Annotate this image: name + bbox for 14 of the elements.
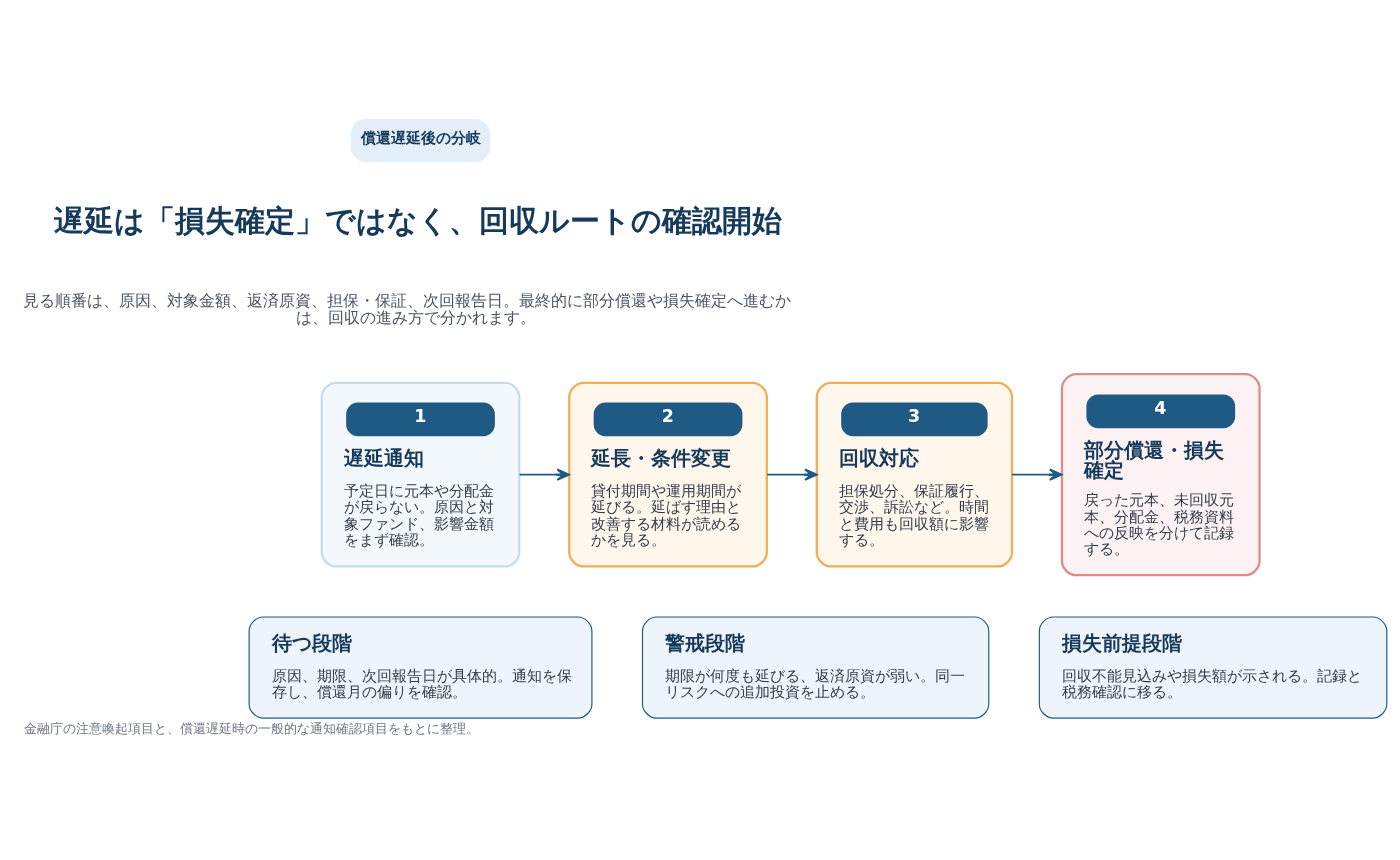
node-box: 3 回収対応 担保処分、保証履行、交渉、訴訟など。時間と費用も回収額に影響する。: [815, 381, 1014, 568]
node-box: 4 部分償還・損失確定 戻った元本、未回収元本、分配金、税務資料への反映を分けて記録する。: [1060, 372, 1261, 576]
node-box: 2 延長・条件変更 貸付期間や運用期間が延びる。延ばす理由と改善する材料が読めるかを見る。: [568, 381, 768, 568]
diagram-title: 遅延は「損失確定」ではなく、回収ルートの確認開始: [53, 202, 782, 238]
caption: 金融庁の注意喚起項目と、償還遅延時の一般的な通知確認項目をもとに整理。: [23, 720, 479, 736]
label: 見る順番は、原因、対象金額、返済原資、担保・保証、次回報告日。最終的に部分償還や損失確定へ進むかは、回収の進み方で分かれます。: [22, 290, 791, 327]
node-box: 損失前提段階 回収不能見込みや損失額が示される。記録と税務確認に移る。: [1038, 615, 1388, 719]
arrow: [766, 468, 818, 481]
node-box: 待つ段階 原因、期限、次回報告日が具体的。通知を保存し、償還月の偏りを確認。: [248, 615, 593, 719]
arrow: [518, 468, 570, 481]
arrow: [1011, 468, 1063, 481]
label: 償還遅延後の分岐: [360, 128, 481, 147]
node-box: 1 遅延通知 予定日に元本や分配金が戻らない。原因と対象ファンド、影響金額をまず確認。: [320, 381, 521, 568]
node-box: 警戒段階 期限が何度も延びる、返済原資が弱い。同一リスクへの追加投資を止める。: [641, 615, 990, 719]
